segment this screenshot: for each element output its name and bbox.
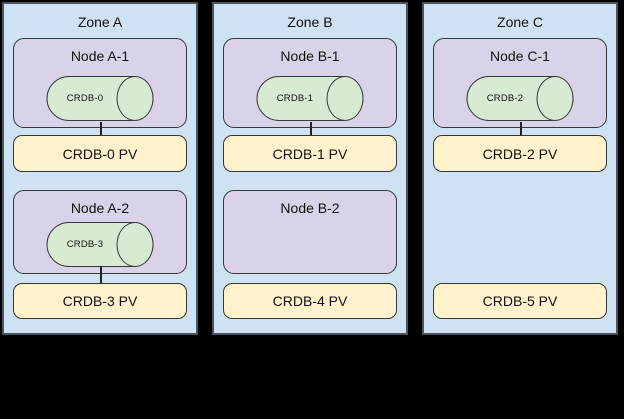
pod-label-crdb-1: CRDB-1 (276, 93, 314, 104)
pod-to-pv-connector-line (100, 122, 102, 137)
cylinder-face-ellipse (116, 221, 154, 267)
pv-label-crdb-1: CRDB-1 PV (272, 145, 348, 162)
zone-b-box: Zone B Node B-1 CRDB-1 CRDB-1 PV Node B-… (212, 2, 408, 335)
zone-b-label: Zone B (287, 14, 333, 30)
zone-c-box: Zone C Node C-1 CRDB-2 CRDB-2 PV CRDB-5 … (422, 2, 618, 335)
cylinder-face-ellipse (116, 75, 154, 121)
pv-label-crdb-2: CRDB-2 PV (482, 145, 558, 162)
node-b2-box: Node B-2 (223, 190, 397, 274)
pv-label-crdb-5: CRDB-5 PV (482, 293, 558, 309)
pv-label-crdb-4: CRDB-4 PV (272, 293, 348, 309)
pod-cylinder-crdb-0: CRDB-0 (46, 75, 154, 121)
pod-to-pv-connector-line (100, 266, 102, 285)
pod-label-crdb-0: CRDB-0 (66, 93, 104, 104)
pv-box-crdb-0: CRDB-0 PV (13, 135, 187, 172)
pod-cylinder-crdb-2: CRDB-2 (466, 75, 574, 121)
node-a2-label: Node A-2 (70, 200, 130, 216)
pv-box-crdb-1: CRDB-1 PV (223, 135, 397, 172)
zone-c-label: Zone C (497, 14, 543, 30)
pv-box-crdb-4: CRDB-4 PV (223, 283, 397, 319)
node-a1-label: Node A-1 (70, 48, 130, 64)
pod-to-pv-connector-line (310, 122, 312, 137)
pv-box-crdb-2: CRDB-2 PV (433, 135, 607, 172)
pv-box-crdb-5: CRDB-5 PV (433, 283, 607, 319)
pod-cylinder-crdb-1: CRDB-1 (256, 75, 364, 121)
node-b2-label: Node B-2 (280, 200, 340, 216)
node-c1-label: Node C-1 (490, 48, 550, 64)
cylinder-face-ellipse (536, 75, 574, 121)
node-a2-box: Node A-2 CRDB-3 (13, 190, 187, 274)
node-a1-box: Node A-1 CRDB-0 (13, 38, 187, 128)
pod-to-pv-connector-line (520, 122, 522, 137)
pod-label-crdb-3: CRDB-3 (66, 239, 104, 250)
cylinder-face-ellipse (326, 75, 364, 121)
pv-box-crdb-3: CRDB-3 PV (13, 283, 187, 319)
node-b1-box: Node B-1 CRDB-1 (223, 38, 397, 128)
zone-a-label: Zone A (77, 14, 123, 30)
zone-a-box: Zone A Node A-1 CRDB-0 CRDB-0 PV Node A-… (2, 2, 198, 335)
pv-label-crdb-3: CRDB-3 PV (62, 293, 138, 309)
pod-label-crdb-2: CRDB-2 (486, 93, 524, 104)
node-c1-box: Node C-1 CRDB-2 (433, 38, 607, 128)
pv-label-crdb-0: CRDB-0 PV (62, 145, 138, 162)
pod-cylinder-crdb-3: CRDB-3 (46, 221, 154, 267)
node-b1-label: Node B-1 (280, 48, 340, 64)
